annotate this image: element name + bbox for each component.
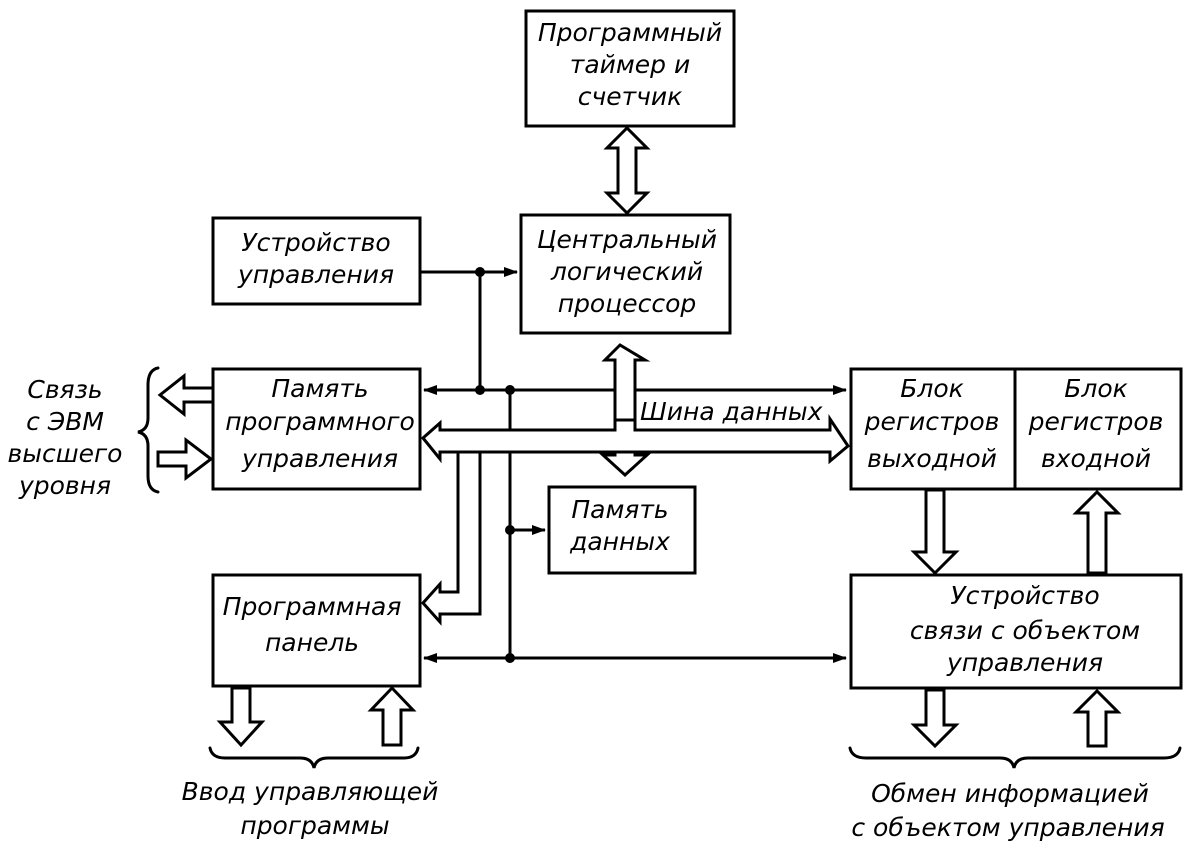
host-link-label-line: с ЭВМ [26, 407, 104, 436]
program-memory-label-line: Память [271, 374, 368, 403]
object-link-block: Устройство связи с объектом управления [849, 573, 1183, 690]
data-bus-to-program-panel-arrow [420, 450, 482, 626]
host-link-label-line: высшего [8, 439, 123, 468]
control-unit-label-line: управления [237, 260, 394, 289]
junction-dot [505, 653, 515, 663]
data-memory-block: Память данных [547, 485, 697, 575]
object-exchange-label: Обмен информацией с объектом управления [851, 779, 1164, 842]
program-panel-block: Программная панель [211, 573, 422, 688]
panel-input-arrow [367, 685, 417, 747]
program-input-label-line: Ввод управляющей [182, 777, 439, 806]
data-bus-horizontal-arrow [420, 414, 850, 465]
object-exchange-label-line: с объектом управления [851, 813, 1164, 842]
program-input-label-line: программы [240, 811, 389, 840]
program-panel-label-line: панель [265, 628, 359, 657]
cpu-label-line: логический [550, 257, 703, 286]
cpu-data-memory-bus-arrow [599, 343, 651, 478]
timer-label-line: счетчик [578, 82, 683, 111]
host-output-arrow [157, 372, 215, 418]
object-link-label-line: связи с объектом [910, 616, 1140, 645]
junction-dot [505, 385, 515, 395]
host-link-label: Связь с ЭВМ высшего уровня [8, 375, 123, 500]
input-registers-label-line: Блок [1064, 374, 1128, 403]
object-link-to-input-registers-arrow [1072, 489, 1122, 575]
panel-output-arrow [216, 686, 266, 748]
junction-dot [475, 267, 485, 277]
data-memory-label-line: данных [569, 527, 670, 556]
program-memory-block: Память программного управления [211, 367, 422, 491]
object-exchange-brace [848, 746, 1182, 769]
object-input-arrow [1072, 688, 1122, 748]
junction-dot [505, 525, 515, 535]
control-unit-block: Устройство управления [211, 216, 422, 306]
program-memory-label-line: программного [225, 407, 415, 436]
program-input-brace [208, 746, 420, 769]
data-memory-label-line: Память [571, 495, 668, 524]
host-input-arrow [156, 436, 214, 482]
output-registers-label-line: выходной [867, 444, 997, 473]
timer-cpu-bidirectional-arrow [603, 125, 651, 216]
host-link-brace [137, 366, 160, 494]
timer-label-line: таймер и [570, 50, 690, 79]
input-registers-label-line: регистров [1028, 407, 1164, 436]
data-bus-label: Шина данных [640, 397, 823, 426]
timer-label-line: Программный [538, 18, 722, 47]
object-exchange-label-line: Обмен информацией [871, 779, 1149, 808]
object-output-arrow [910, 688, 960, 749]
output-registers-label-line: регистров [864, 407, 1000, 436]
program-panel-label-line: Программная [223, 592, 402, 621]
object-link-label-line: Устройство [950, 581, 1099, 610]
cpu-block: Центральный логический процессор [519, 213, 732, 335]
host-link-label-line: уровня [18, 471, 111, 500]
program-memory-label-line: управления [241, 444, 398, 473]
data-bus [420, 343, 850, 626]
program-input-label: Ввод управляющей программы [182, 777, 439, 840]
input-registers-label-line: входной [1041, 444, 1151, 473]
junction-dot [475, 385, 485, 395]
cpu-label-line: процессор [558, 289, 697, 318]
timer-block: Программный таймер и счетчик [524, 9, 736, 128]
output-registers-label-line: Блок [900, 374, 964, 403]
object-link-label-line: управления [946, 648, 1103, 677]
cpu-label-line: Центральный [537, 225, 717, 254]
control-unit-label-line: Устройство [241, 228, 390, 257]
host-link-label-line: Связь [27, 375, 102, 404]
registers-block: Блок регистров выходной Блок регистров в… [849, 367, 1183, 491]
output-registers-to-object-link-arrow [910, 488, 960, 576]
